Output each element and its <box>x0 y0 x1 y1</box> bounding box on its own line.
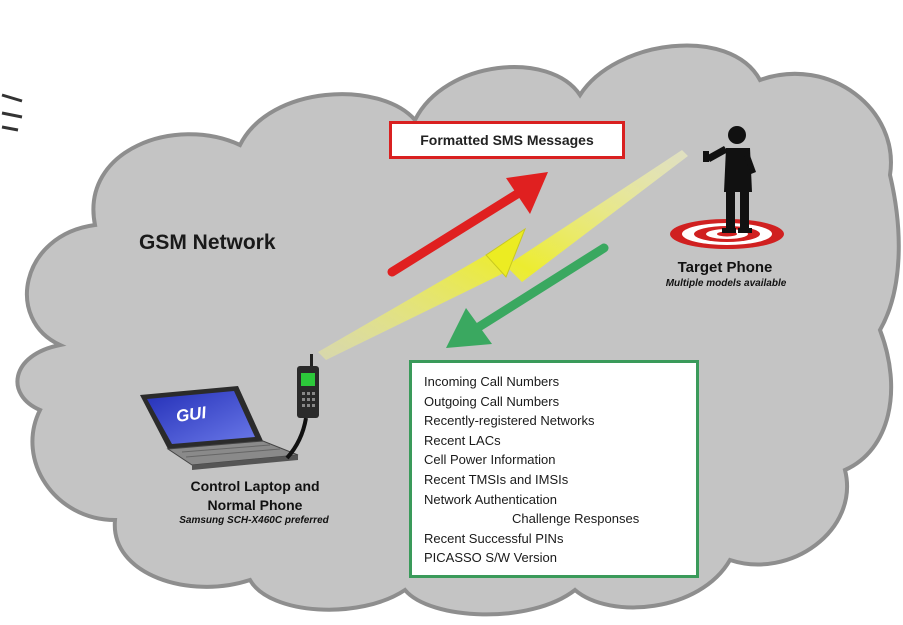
data-arrow <box>446 243 609 348</box>
control-laptop-title-line2: Normal Phone <box>207 497 303 513</box>
edge-marks <box>1 93 23 132</box>
data-item: Recent LACs <box>424 432 501 448</box>
signal-lightning <box>318 150 688 360</box>
data-item: Recent TMSIs and IMSIs <box>424 471 569 487</box>
target-phone-title: Target Phone <box>677 259 773 276</box>
data-item: Recently-registered Networks <box>424 413 595 429</box>
retrieved-data-box: Incoming Call Numbers Outgoing Call Numb… <box>409 360 699 578</box>
control-laptop-title: Control Laptop and Normal Phone <box>130 477 380 515</box>
control-laptop-subtitle: Samsung SCH-X460C preferred <box>179 515 329 526</box>
phone-cable <box>285 417 308 460</box>
control-laptop-title-line1: Control Laptop and <box>190 478 320 494</box>
data-item: Cell Power Information <box>424 452 556 468</box>
data-item: Incoming Call Numbers <box>424 374 560 389</box>
data-item: Recent Successful PINs <box>424 530 564 546</box>
sms-messages-label: Formatted SMS Messages <box>420 132 594 148</box>
data-item: Network Authentication <box>424 491 557 507</box>
laptop-screen-label: GUI <box>174 402 208 427</box>
laptop-icon <box>140 386 299 470</box>
network-label: GSM Network <box>139 231 276 254</box>
data-item: Outgoing Call Numbers <box>424 393 560 409</box>
target-phone-subtitle: Multiple models available <box>665 278 787 289</box>
data-item: PICASSO S/W Version <box>424 550 557 566</box>
data-item: Challenge Responses <box>512 511 640 527</box>
target-person-icon <box>703 126 756 233</box>
sms-messages-box: Formatted SMS Messages <box>389 121 625 159</box>
phone-icon <box>297 354 319 418</box>
sms-arrow <box>387 172 548 277</box>
